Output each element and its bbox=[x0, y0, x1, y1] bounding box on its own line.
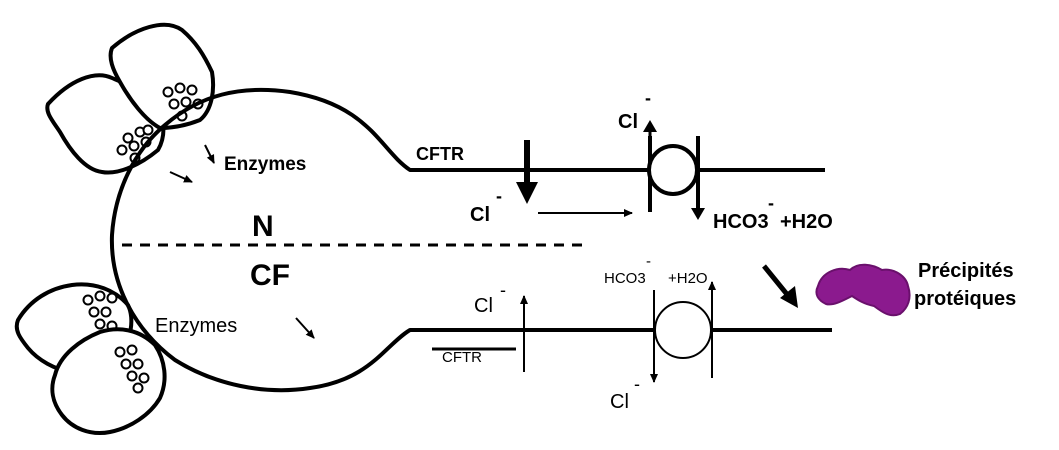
cftr-label-top: CFTR bbox=[416, 144, 464, 164]
bicarbonate-charge-bottom: - bbox=[646, 253, 651, 270]
chloride-charge-bottom-up: - bbox=[500, 280, 506, 300]
precipitates-label-line2: protéiques bbox=[914, 288, 1016, 310]
normal-label: N bbox=[252, 210, 274, 243]
exchanger-bottom bbox=[650, 281, 716, 383]
precipitates-label-line1: Précipités bbox=[918, 260, 1014, 282]
bicarbonate-label-bottom: HCO3 bbox=[604, 270, 646, 287]
precipitate-arrow bbox=[762, 264, 792, 300]
protein-precipitate-blob bbox=[815, 263, 911, 317]
enzymes-arrow-2 bbox=[169, 171, 193, 183]
chloride-charge-top-left: - bbox=[496, 186, 502, 206]
exchanger-top bbox=[643, 120, 705, 220]
water-label-top: +H2O bbox=[780, 211, 833, 233]
cftr-label-bottom: CFTR bbox=[442, 349, 482, 366]
chloride-label-top-right: Cl bbox=[618, 111, 638, 133]
enzymes-label-bottom: Enzymes bbox=[155, 315, 237, 337]
chloride-charge-bottom-down: - bbox=[634, 374, 640, 394]
chloride-label-bottom-up: Cl bbox=[474, 295, 493, 317]
bicarbonate-label-top: HCO3 bbox=[713, 211, 769, 233]
water-label-bottom: +H2O bbox=[668, 270, 708, 287]
precipitate-arrowhead bbox=[780, 286, 798, 308]
enzymes-arrow-bottom bbox=[295, 317, 315, 339]
chloride-label-bottom-down: Cl bbox=[610, 391, 629, 413]
acinar-cell-bottom-inner bbox=[50, 327, 167, 435]
bicarbonate-charge-top: - bbox=[768, 193, 774, 213]
cystic-fibrosis-label: CF bbox=[250, 259, 290, 292]
cftr-arrowhead-top bbox=[516, 182, 538, 204]
enzymes-arrow-1 bbox=[204, 144, 215, 164]
acinus-duct-outline bbox=[109, 87, 832, 393]
chloride-charge-top-right: - bbox=[645, 88, 651, 108]
enzymes-label-top: Enzymes bbox=[224, 154, 306, 175]
chloride-label-top-left: Cl bbox=[470, 204, 490, 226]
